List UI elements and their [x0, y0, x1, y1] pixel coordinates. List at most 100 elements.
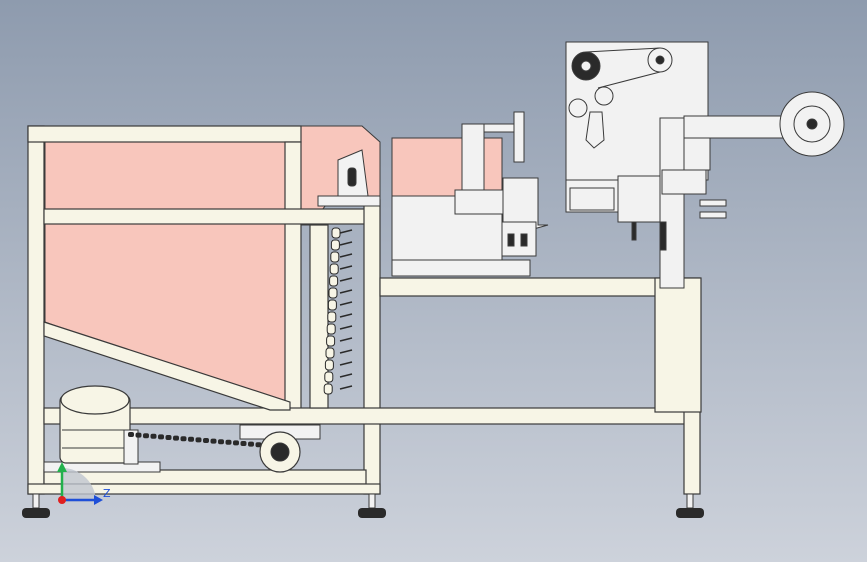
frame-lower-beam [43, 407, 700, 425]
chain-link [135, 432, 142, 438]
center-unit [391, 111, 549, 277]
chain-link [330, 239, 340, 251]
foot-stem [368, 493, 376, 509]
center-pole [513, 111, 525, 163]
chain-flight [339, 289, 353, 294]
chain-link [329, 263, 339, 275]
chain-flight [339, 313, 353, 318]
tension-roller [594, 86, 614, 106]
chain-link [173, 435, 179, 441]
guide-roller-hub [655, 55, 665, 65]
frame-left-post [27, 125, 45, 495]
motor-block [569, 187, 615, 211]
chain-flight [339, 385, 353, 390]
triad-arc [62, 468, 96, 502]
chain-flight [339, 229, 353, 234]
chain-link [324, 359, 334, 371]
labeler-strip [699, 211, 727, 219]
chain-link [150, 433, 157, 439]
drive-roller-hub [580, 60, 592, 72]
vertical-chain [323, 227, 353, 395]
table-top-rail [379, 277, 701, 297]
chain-link [327, 299, 337, 311]
chain-link [255, 442, 262, 448]
chain-link [323, 383, 333, 395]
chain-flight [339, 373, 353, 378]
labeler-slide [659, 117, 685, 289]
labeler-rod [631, 221, 637, 241]
drive-motor [43, 385, 161, 473]
motor-foot [123, 429, 139, 465]
labeling-head [565, 41, 845, 289]
motor-end-cap [60, 385, 130, 415]
chain-link [240, 441, 247, 446]
triad-z-label: Z [103, 487, 111, 500]
bracket-slot [347, 167, 357, 187]
frame-right-post [363, 199, 381, 495]
hopper-upper-panel [44, 141, 301, 211]
chain-flight [339, 361, 353, 366]
column-base-plate [654, 277, 702, 413]
chain-link [330, 251, 340, 263]
chain-link [225, 439, 232, 445]
tension-roller [568, 98, 588, 118]
labeler-clamp [661, 169, 707, 195]
chain-link [203, 438, 209, 443]
coordinate-triad: Z [57, 462, 111, 505]
chain-link [128, 432, 134, 437]
chain-link [324, 371, 334, 383]
center-block [454, 189, 504, 215]
chain-link [218, 439, 224, 445]
hopper-slope-bar [43, 321, 291, 411]
chain-flight [339, 301, 353, 306]
center-housing-pink [391, 137, 503, 197]
center-housing-base [391, 259, 531, 277]
chain-link [248, 441, 254, 447]
chain-link [326, 335, 336, 347]
chain-link [195, 437, 202, 443]
label-roll-hub [806, 118, 818, 130]
tension-arm [585, 111, 605, 149]
chain-flight [339, 253, 353, 258]
frame-mid-post [284, 141, 302, 411]
chain-link [326, 323, 336, 335]
chain-link [331, 227, 341, 239]
foot-stem [32, 493, 40, 509]
labeler-rod [659, 221, 667, 251]
chain-link [188, 436, 194, 442]
cylinder-block [501, 221, 537, 257]
frame-top-beam [27, 125, 302, 143]
chain-link [210, 438, 217, 444]
chain-link [143, 433, 149, 439]
cylinder-slot [507, 233, 515, 247]
foot-pad [676, 508, 704, 518]
foot-stem [686, 493, 694, 509]
chain-flight [339, 349, 353, 354]
leveling-feet [22, 493, 704, 518]
labeler-strip [699, 199, 727, 207]
left-frame [27, 125, 700, 495]
chain-link [329, 275, 339, 287]
label-web [597, 71, 661, 89]
chain-link [328, 287, 338, 299]
chain-flight [339, 265, 353, 270]
triad-origin [58, 496, 66, 504]
frame-base-rail [27, 483, 381, 495]
foot-pad [22, 508, 50, 518]
frame-mid-beam [43, 208, 367, 225]
chain-link [325, 347, 335, 359]
foot-pad [358, 508, 386, 518]
bracket-plate [317, 195, 381, 207]
chain-link [180, 436, 187, 442]
chain-flight [339, 337, 353, 342]
triad-z-arrow [94, 495, 103, 505]
triad-y-arrow [57, 462, 67, 472]
table-frame [379, 277, 702, 495]
chain-link [233, 440, 239, 446]
labeler-block [683, 137, 711, 171]
chain-link [327, 311, 337, 323]
label-web [585, 47, 661, 53]
chain-sprocket [239, 424, 321, 473]
